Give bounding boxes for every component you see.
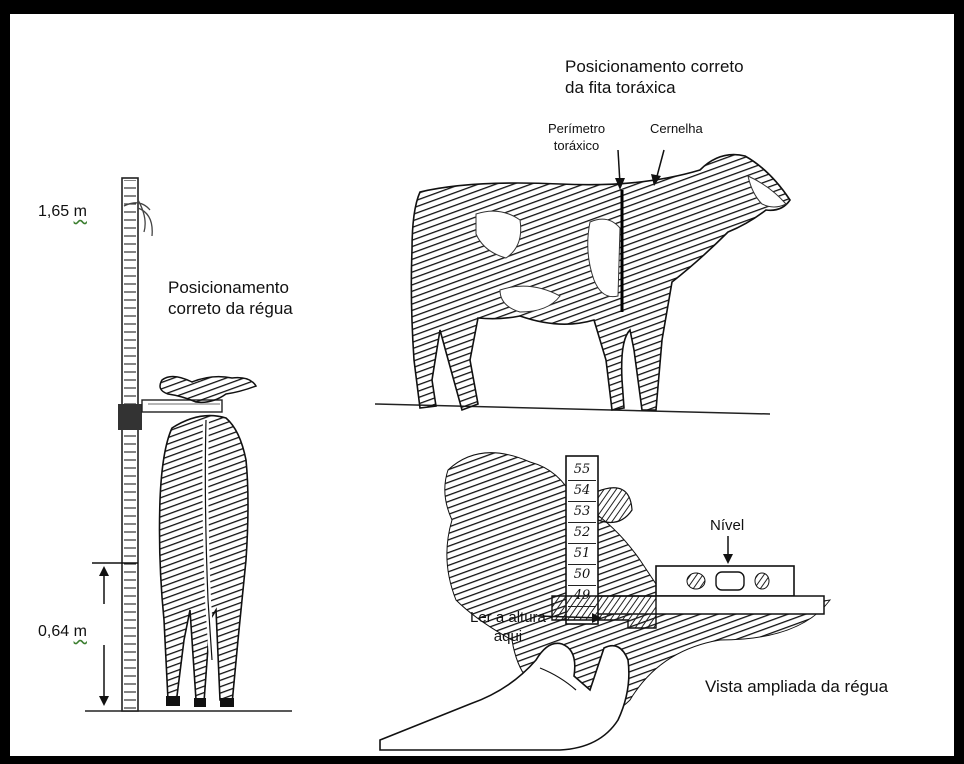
enlarged-ruler-group <box>380 453 830 750</box>
bottom-mark-value: 0,64 <box>38 623 69 640</box>
ruler-slider <box>118 404 142 430</box>
level-label: Nível <box>710 516 744 535</box>
ruler-scale-number: 54 <box>568 481 596 502</box>
top-mark-label: 1,65 m <box>38 203 87 221</box>
enlarged-view-label: Vista ampliada da régua <box>705 676 888 697</box>
ruler-scale-number: 51 <box>568 544 596 565</box>
read-height-label: Ler a altura aqui <box>470 608 546 646</box>
ruler-positioning-line-2: correto da régua <box>168 298 293 319</box>
tape-positioning-line-2: da fita toráxica <box>565 77 744 98</box>
ruler-scale-number: 50 <box>568 565 596 586</box>
chest-perimeter-line-1: Perímetro <box>548 120 605 137</box>
top-mark-unit: m <box>74 203 87 220</box>
tape-positioning-label: Posicionamento correto da fita toráxica <box>565 56 744 98</box>
chest-perimeter-line-2: toráxico <box>548 137 605 154</box>
ruler-scale-number: 52 <box>568 523 596 544</box>
chest-perimeter-label: Perímetro toráxico <box>548 120 605 154</box>
ruler-scale-number: 55 <box>568 460 596 481</box>
ruler-scale-number: 49 <box>568 586 596 607</box>
rear-calf-group <box>85 178 292 711</box>
bottom-mark-unit: m <box>74 623 87 640</box>
withers-label: Cernelha <box>650 120 703 137</box>
tape-positioning-line-1: Posicionamento correto <box>565 56 744 77</box>
ruler-scale-number: 53 <box>568 502 596 523</box>
read-height-line-2: aqui <box>470 627 546 646</box>
ruler-positioning-line-1: Posicionamento <box>168 277 293 298</box>
top-mark-value: 1,65 <box>38 203 69 220</box>
bottom-mark-label: 0,64 m <box>38 623 87 641</box>
ruler-scale: 55545352515049 <box>568 460 596 607</box>
side-cow-group <box>375 150 790 414</box>
read-height-line-1: Ler a altura <box>470 608 546 627</box>
ruler-positioning-label: Posicionamento correto da régua <box>168 277 293 319</box>
